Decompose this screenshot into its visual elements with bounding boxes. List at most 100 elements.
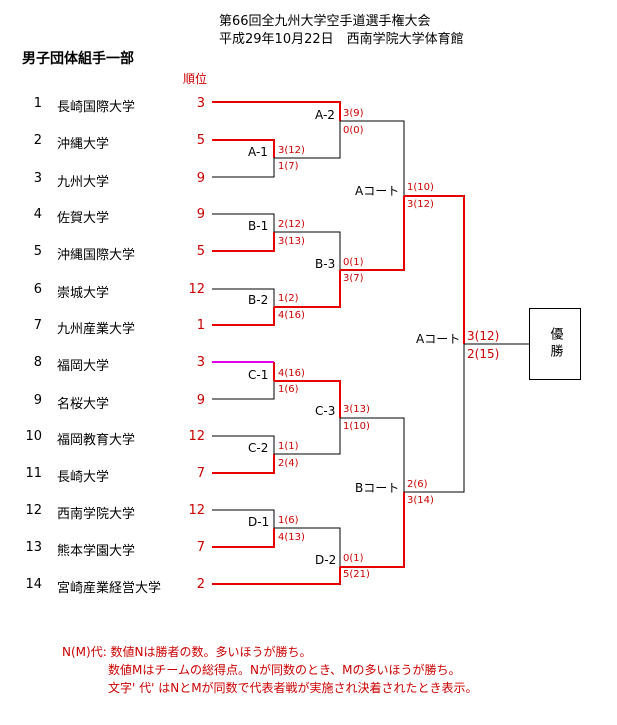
match-score-bottom: 2(4) <box>278 458 299 469</box>
bracket-line-winner <box>212 567 341 585</box>
team-rank: 7 <box>196 466 205 481</box>
team-number: 1 <box>33 96 42 111</box>
bracket-line-winner <box>212 139 275 158</box>
tournament-title: 第66回全九州大学空手道選手権大会 <box>219 14 431 29</box>
match-label: B-2 <box>248 293 269 307</box>
team-name: 熊本学園大学 <box>57 544 136 559</box>
team-number: 7 <box>33 318 42 333</box>
final-score-top: 3(12) <box>467 329 500 343</box>
match-label: B-1 <box>248 219 269 233</box>
match-label: C-1 <box>248 368 269 382</box>
match-score-bottom: 1(7) <box>278 161 299 172</box>
bracket-line-winner <box>212 454 275 474</box>
team-number: 6 <box>33 282 42 297</box>
match-score-top: 4(16) <box>278 368 305 379</box>
match-score-bottom: 4(13) <box>278 532 305 543</box>
match-score-top: 0(1) <box>343 257 364 268</box>
team-number: 12 <box>25 503 42 518</box>
match-score-bottom: 3(12) <box>407 199 434 210</box>
match-score-bottom: 1(6) <box>278 384 299 395</box>
match-score-top: 1(10) <box>407 182 434 193</box>
team-rank: 12 <box>188 282 205 297</box>
team-rank: 12 <box>188 503 205 518</box>
final-match-label: Aコート <box>416 332 461 346</box>
bracket-line-winner <box>340 196 405 271</box>
team-rank: 9 <box>196 171 205 186</box>
date-venue: 平成29年10月22日 西南学院大学体育館 <box>219 32 464 47</box>
team-number: 8 <box>33 355 42 370</box>
bracket-line-winner <box>274 270 341 308</box>
match-score-top: 2(12) <box>278 219 305 230</box>
match-score-top: 3(12) <box>278 145 305 156</box>
bracket-line-winner <box>404 195 465 344</box>
bracket-line <box>212 288 275 307</box>
match-label: C-2 <box>248 441 269 455</box>
bracket-line-winner <box>340 492 405 568</box>
team-rank: 5 <box>196 244 205 259</box>
team-name: 沖縄大学 <box>57 137 110 152</box>
team-name: 九州大学 <box>57 175 110 190</box>
division-title: 男子団体組手一部 <box>22 51 134 67</box>
team-name: 長崎大学 <box>57 470 110 485</box>
match-score-bottom: 5(21) <box>343 569 370 580</box>
match-score-top: 1(1) <box>278 441 299 452</box>
match-score-bottom: 3(7) <box>343 273 364 284</box>
team-number: 13 <box>25 540 42 555</box>
team-rank: 12 <box>188 429 205 444</box>
bracket-line <box>274 418 341 455</box>
bracket-line-winner <box>212 528 275 548</box>
bracket-line <box>212 509 275 528</box>
bracket-line <box>340 120 405 196</box>
bracket-line-winner <box>212 232 275 252</box>
match-score-bottom: 3(13) <box>278 236 305 247</box>
match-score-top: 3(9) <box>343 108 364 119</box>
team-name: 佐賀大学 <box>57 211 110 226</box>
team-rank: 1 <box>196 318 205 333</box>
match-label: B-3 <box>315 257 336 271</box>
match-score-top: 1(2) <box>278 293 299 304</box>
team-number: 2 <box>33 133 42 148</box>
bracket-line <box>340 417 405 492</box>
bracket-line <box>274 121 341 159</box>
legend-note: 文字' 代' はNとMが同数で代表者戦が実施され決着されたとき表示。 <box>108 681 478 695</box>
team-rank: 5 <box>196 133 205 148</box>
match-label: D-1 <box>248 515 270 529</box>
team-name: 福岡大学 <box>57 359 110 374</box>
champion-box: 優勝 <box>529 308 581 380</box>
team-number: 9 <box>33 393 42 408</box>
team-name: 沖縄国際大学 <box>57 248 136 263</box>
team-rank: 9 <box>196 393 205 408</box>
match-score-bottom: 1(10) <box>343 421 370 432</box>
team-rank: 7 <box>196 540 205 555</box>
team-name: 西南学院大学 <box>57 507 136 522</box>
bracket-line <box>212 381 275 400</box>
match-label: D-2 <box>315 553 337 567</box>
bracket-line <box>212 158 275 178</box>
legend-note: N(M)代: 数値Nは勝者の数。多いほうが勝ち。 <box>62 645 312 659</box>
team-number: 5 <box>33 244 42 259</box>
team-name: 名桜大学 <box>57 397 110 412</box>
match-score-bottom: 0(0) <box>343 125 364 136</box>
match-label: A-2 <box>315 108 335 122</box>
match-score-top: 0(1) <box>343 553 364 564</box>
bracket-line <box>274 527 341 567</box>
final-score-bottom: 2(15) <box>467 347 500 361</box>
bracket-line <box>212 435 275 454</box>
team-name: 福岡教育大学 <box>57 433 136 448</box>
match-label: A-1 <box>248 145 268 159</box>
match-score-bottom: 4(16) <box>278 310 305 321</box>
match-label: C-3 <box>315 404 336 418</box>
team-rank: 3 <box>196 96 205 111</box>
match-label: Aコート <box>355 184 400 198</box>
team-name: 崇城大学 <box>57 286 110 301</box>
team-number: 11 <box>25 466 42 481</box>
match-score-top: 3(13) <box>343 404 370 415</box>
match-score-top: 1(6) <box>278 515 299 526</box>
team-rank: 3 <box>196 355 205 370</box>
bracket-line-winner <box>274 380 341 418</box>
bracket-line <box>212 213 275 232</box>
bracket-line <box>404 344 465 493</box>
team-number: 14 <box>25 577 42 592</box>
match-score-bottom: 3(14) <box>407 495 434 506</box>
